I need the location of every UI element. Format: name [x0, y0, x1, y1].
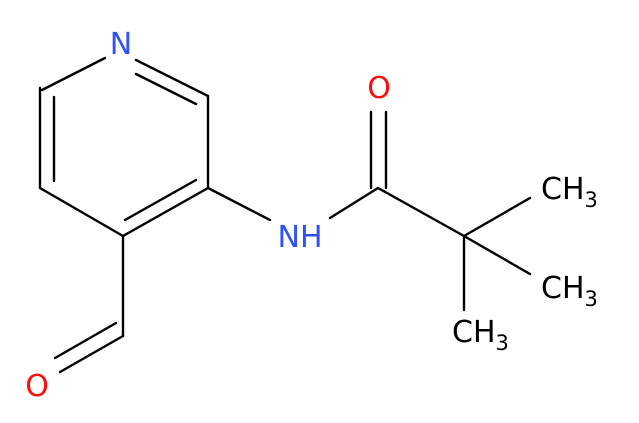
bond-n-c6	[134, 58, 210, 98]
atom-methyl-1: CH3	[541, 172, 598, 212]
bond-cho-o	[58, 334, 125, 374]
bond-c5-n	[206, 186, 272, 222]
methyl-3-main: CH	[452, 315, 496, 350]
methyl-1-main: CH	[541, 172, 585, 207]
bond-cq-me1	[462, 196, 532, 238]
bond-cq-me2	[462, 234, 532, 276]
bond-n-c2	[40, 56, 107, 92]
bond-c4-c5-inner	[123, 178, 198, 222]
atom-amide-o: O	[367, 71, 391, 106]
bond-cho-o-inner	[53, 321, 118, 360]
methyl-2-sub: 3	[585, 287, 598, 311]
atom-aldehyde-o: O	[25, 369, 49, 404]
bond-n-co	[328, 186, 380, 220]
methyl-1-sub: 3	[585, 188, 598, 212]
atom-amide-nh: NH	[278, 220, 323, 255]
methyl-2-main: CH	[541, 271, 585, 306]
atom-ring-n: N	[110, 27, 132, 62]
atom-methyl-2: CH3	[541, 271, 598, 311]
atom-methyl-3: CH3	[452, 315, 509, 355]
bond-c4-c5	[121, 186, 210, 238]
bond-co-cq	[376, 186, 466, 238]
bond-n-c6-inner	[134, 72, 198, 106]
bond-c3-c4	[38, 186, 125, 238]
methyl-3-sub: 3	[496, 331, 509, 355]
